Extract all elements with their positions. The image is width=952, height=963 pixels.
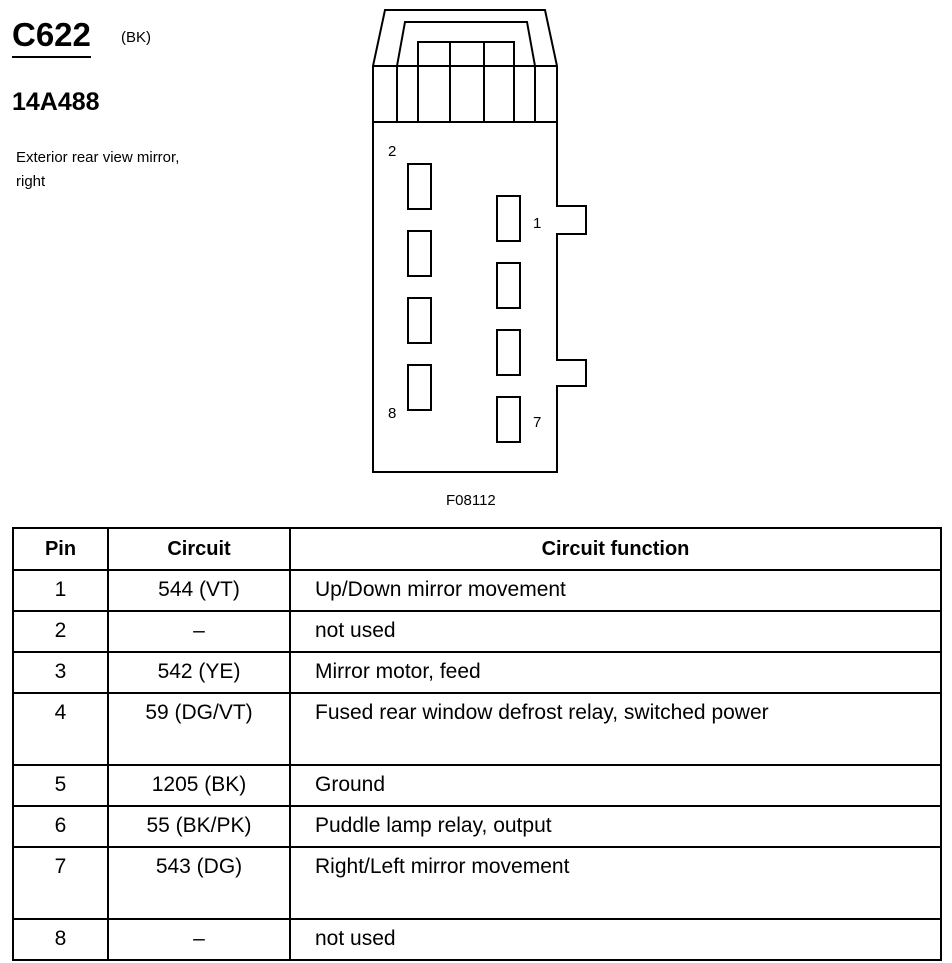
pin-label-8: 8 xyxy=(388,405,396,422)
header-circuit-function: Circuit function xyxy=(289,527,942,571)
cell-pin: 8 xyxy=(12,918,109,961)
cell-function: Up/Down mirror movement xyxy=(289,569,942,612)
cell-pin: 7 xyxy=(12,846,109,920)
cell-function: not used xyxy=(289,610,942,653)
connector-code: C622 xyxy=(12,16,91,58)
cell-circuit: 543 (DG) xyxy=(107,846,291,920)
pin-cavity-5 xyxy=(496,329,521,376)
cell-pin: 6 xyxy=(12,805,109,848)
cell-pin: 5 xyxy=(12,764,109,807)
table-header-row: Pin Circuit Circuit function xyxy=(12,527,942,571)
table-row: 2–not used xyxy=(12,610,942,653)
cell-pin: 4 xyxy=(12,692,109,766)
pin-cavity-2 xyxy=(407,163,432,210)
table-row: 8–not used xyxy=(12,918,942,961)
connector-description: Exterior rear view mirror, right xyxy=(16,149,180,190)
cell-pin: 3 xyxy=(12,651,109,694)
pin-cavity-3 xyxy=(496,262,521,309)
cell-function: Ground xyxy=(289,764,942,807)
connector-latch xyxy=(372,9,558,122)
cell-circuit: – xyxy=(107,918,291,961)
pin-cavity-1 xyxy=(496,195,521,242)
part-number: 14A488 xyxy=(12,88,100,116)
header-circuit: Circuit xyxy=(107,527,291,571)
header-pin: Pin xyxy=(12,527,109,571)
pin-label-7: 7 xyxy=(533,414,541,431)
cell-circuit: 55 (BK/PK) xyxy=(107,805,291,848)
connector-body xyxy=(372,121,587,473)
figure-id: F08112 xyxy=(446,492,496,509)
connector-color: (BK) xyxy=(121,29,151,46)
pin-cavity-4 xyxy=(407,230,432,277)
cell-pin: 1 xyxy=(12,569,109,612)
pin-label-1: 1 xyxy=(533,215,541,232)
cell-function: Right/Left mirror movement xyxy=(289,846,942,920)
connector-face-diagram: 2 1 8 7 xyxy=(372,9,587,473)
cell-circuit: 1205 (BK) xyxy=(107,764,291,807)
pin-label-2: 2 xyxy=(388,143,396,160)
cell-circuit: 59 (DG/VT) xyxy=(107,692,291,766)
pin-cavity-7 xyxy=(496,396,521,443)
pin-cavity-6 xyxy=(407,297,432,344)
cell-circuit: 544 (VT) xyxy=(107,569,291,612)
cell-function: Mirror motor, feed xyxy=(289,651,942,694)
cell-function: Fused rear window defrost relay, switche… xyxy=(289,692,942,766)
cell-circuit: 542 (YE) xyxy=(107,651,291,694)
cell-function: Puddle lamp relay, output xyxy=(289,805,942,848)
pin-cavity-8 xyxy=(407,364,432,411)
cell-circuit: – xyxy=(107,610,291,653)
cell-function: not used xyxy=(289,918,942,961)
cell-pin: 2 xyxy=(12,610,109,653)
